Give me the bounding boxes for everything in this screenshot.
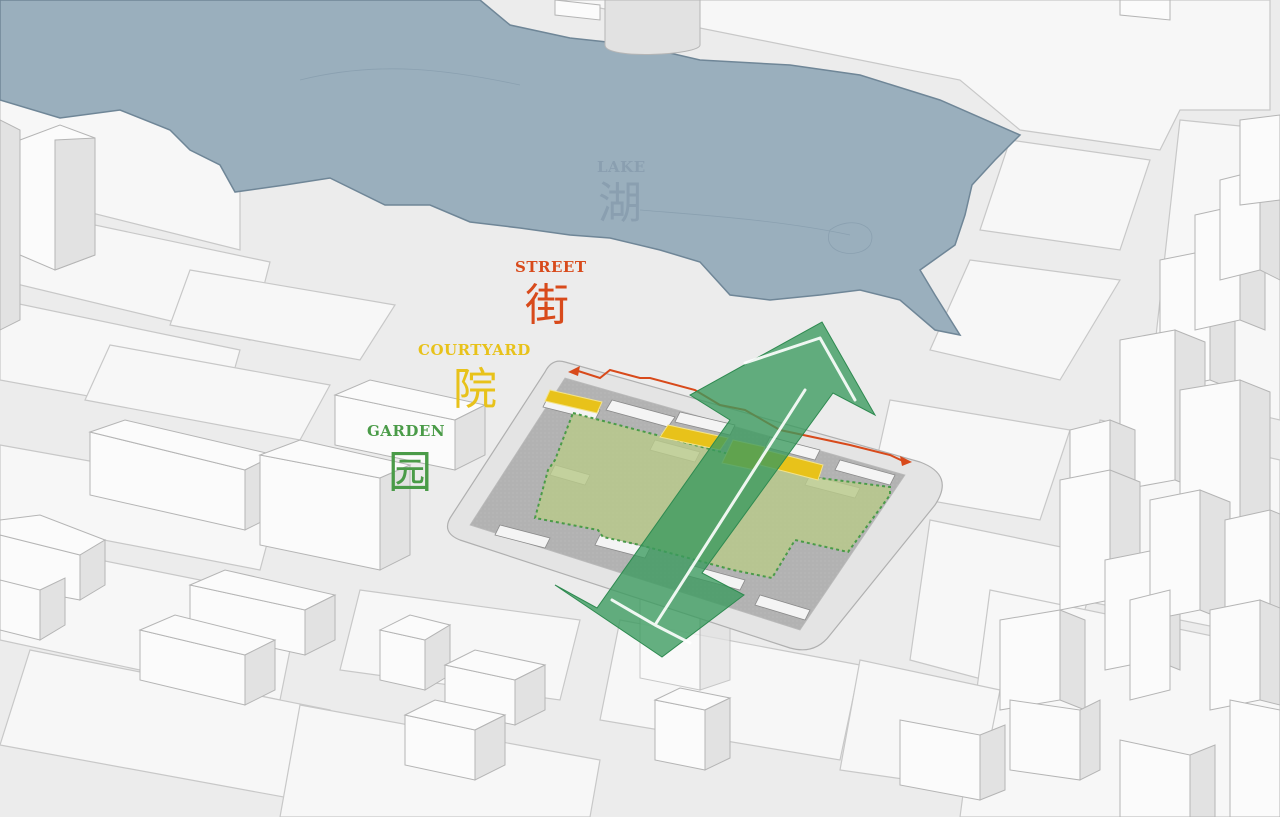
garden-label-cn: 园	[388, 447, 432, 498]
courtyard-label-en: COURTYARD	[418, 341, 531, 359]
courtyard-label-cn: 院	[453, 364, 497, 415]
garden-label-en: GARDEN	[367, 422, 446, 440]
lake-contours	[299, 68, 873, 254]
street-label-en: STREET	[515, 258, 587, 276]
street-label-cn: 街	[525, 280, 569, 331]
site-plan	[446, 321, 943, 658]
lake-label-cn: 湖	[598, 178, 642, 229]
lake	[0, 0, 1022, 337]
lake-label-en: LAKE	[597, 158, 646, 176]
arrow-centerline	[610, 336, 857, 645]
